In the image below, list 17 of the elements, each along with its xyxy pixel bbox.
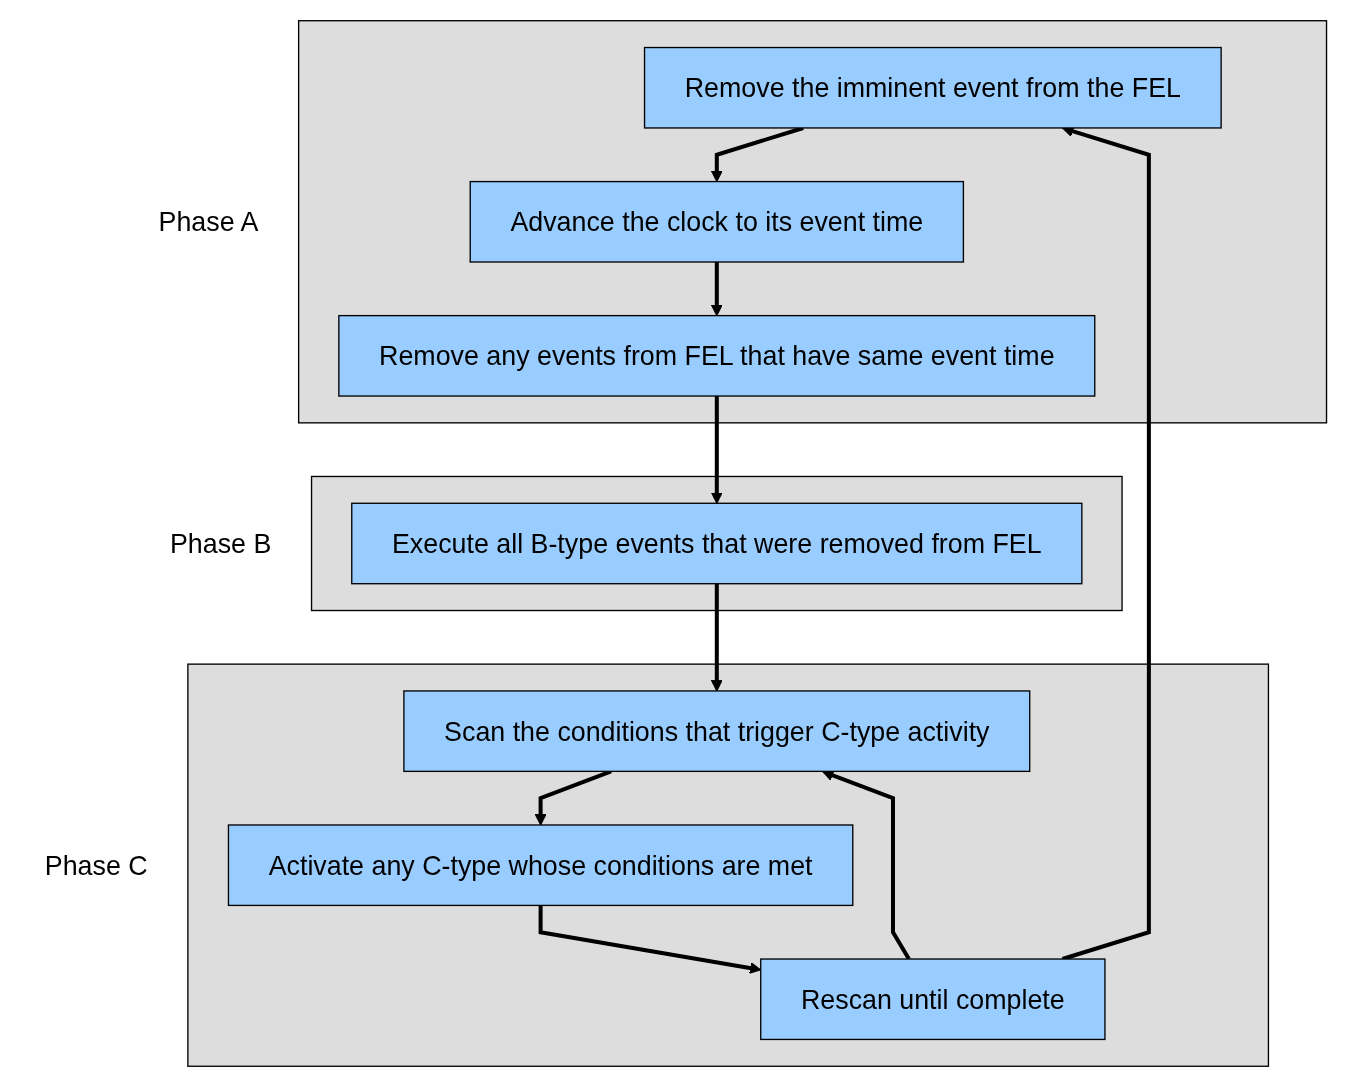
node-label: Phase B bbox=[169, 528, 272, 559]
node-box: Remove any events from FEL that have same event time bbox=[338, 314, 1096, 397]
cluster bbox=[297, 20, 1328, 424]
arrow bbox=[710, 583, 723, 692]
node-box: Remove the imminent event from the FEL bbox=[643, 46, 1222, 129]
node-box: Scan the conditions that trigger C-type activity bbox=[403, 690, 1031, 773]
arrow bbox=[710, 262, 723, 317]
cluster bbox=[187, 663, 1269, 1067]
node-label: Phase C bbox=[44, 850, 148, 880]
node-box: Activate any C-type whose conditions are met bbox=[227, 824, 854, 907]
arrow bbox=[710, 126, 804, 183]
arrow bbox=[710, 396, 723, 504]
node-box: Execute all B-type events that were removed from FEL bbox=[350, 502, 1083, 585]
node-box: Advance the clock to its event time bbox=[469, 180, 964, 263]
node-label: Phase A bbox=[158, 207, 259, 237]
node-box: Rescan until complete bbox=[759, 958, 1106, 1041]
cluster bbox=[310, 475, 1123, 612]
